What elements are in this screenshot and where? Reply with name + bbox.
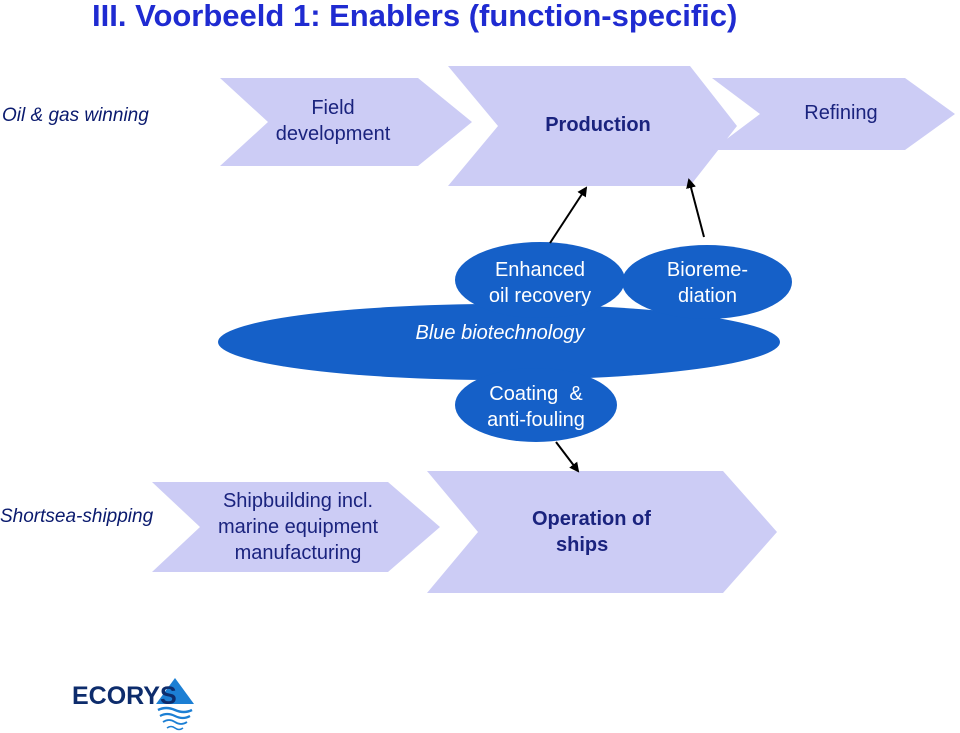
step-shipbuilding: Shipbuilding incl. marine equipment manu… [188,488,408,566]
step-field-development-line2: development [275,123,391,145]
ellipse-coating-anti-fouling [455,368,617,442]
coating-line2: anti-fouling [487,409,585,431]
ecorys-logo-text: ECORYS [72,682,177,710]
ecorys-logo-icon [156,678,194,731]
arrow-eor-to-production [549,186,588,244]
ellipse-enhanced-oil-recovery [455,242,625,318]
chevron-refining [712,78,955,150]
label-bioremediation: Bioreme- diation [640,257,775,309]
step-field-development: Field development [258,95,408,147]
step-shipbuilding-line3: manufacturing [234,542,362,564]
slide-title: III. Voorbeeld 1: Enablers (function-spe… [92,0,738,33]
step-shipbuilding-line1: Shipbuilding incl. [222,490,374,512]
row-label-oil-gas: Oil & gas winning [2,105,149,126]
chevron-operation-of-ships [427,471,777,593]
step-refining: Refining [804,102,878,124]
step-operation-of-ships: Operation of ships [515,506,675,558]
label-enhanced-oil-recovery: Enhanced oil recovery [470,257,610,309]
coating-line1: Coating & [489,383,583,405]
eor-line2: oil recovery [488,285,592,307]
bioremediation-line1: Bioreme- [666,259,749,281]
chevron-field-development [220,78,472,166]
step-operation-line1: Operation of [532,508,651,530]
chevron-shipbuilding [152,482,440,572]
arrow-bioremediation-to-production [686,178,705,238]
step-field-development-line1: Field [311,97,355,119]
arrow-coating-to-operation [555,441,580,473]
label-coating-anti-fouling: Coating & anti-fouling [466,381,606,433]
chevron-production [448,66,737,186]
step-production: Production [545,114,651,136]
step-shipbuilding-line2: marine equipment [217,516,379,538]
eor-line1: Enhanced [494,259,586,281]
ellipse-blue-biotechnology [218,304,780,380]
row-label-shipping: Shortsea-shipping [0,506,154,527]
step-operation-line2: ships [556,534,609,556]
label-blue-biotechnology: Blue biotechnology [415,322,585,344]
bioremediation-line2: diation [678,285,737,307]
ellipse-bioremediation [622,245,792,319]
